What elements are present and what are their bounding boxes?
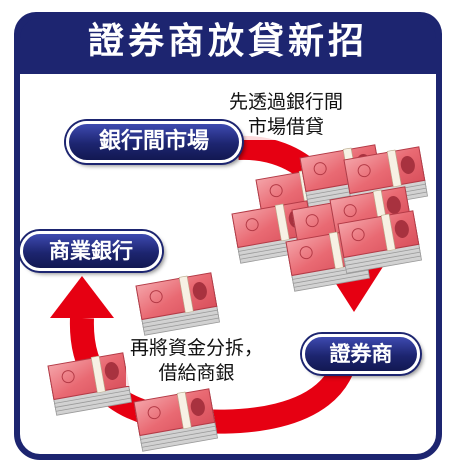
- lend-note: 再將資金分拆， 借給商銀: [126, 336, 268, 386]
- page-title: 證券商放貸新招: [87, 21, 368, 62]
- borrow-note: 先透過銀行間 市場借貸: [225, 90, 348, 140]
- title-bar: [14, 12, 442, 74]
- commercial-bank-label: 商業銀行: [20, 231, 162, 271]
- borrow-note-line-2: 市場借貸: [248, 116, 325, 138]
- securities-firm-label: 證券商: [302, 334, 420, 374]
- lend-note-line-2: 借給商銀: [158, 362, 235, 384]
- banknote-bundle: [133, 388, 218, 452]
- banknote-bundle: [337, 210, 422, 274]
- flow-arrowhead-commercial-bank: [50, 276, 114, 318]
- lend-note-line-1: 再將資金分拆，: [130, 337, 264, 359]
- banknote-bundle: [47, 352, 132, 416]
- interbank-market-label: 銀行間市場: [66, 121, 242, 163]
- banknote-bundles: [47, 144, 428, 452]
- banknote-bundle: [135, 272, 220, 336]
- borrow-note-line-1: 先透過銀行間: [229, 91, 344, 113]
- frame-border: [14, 12, 442, 460]
